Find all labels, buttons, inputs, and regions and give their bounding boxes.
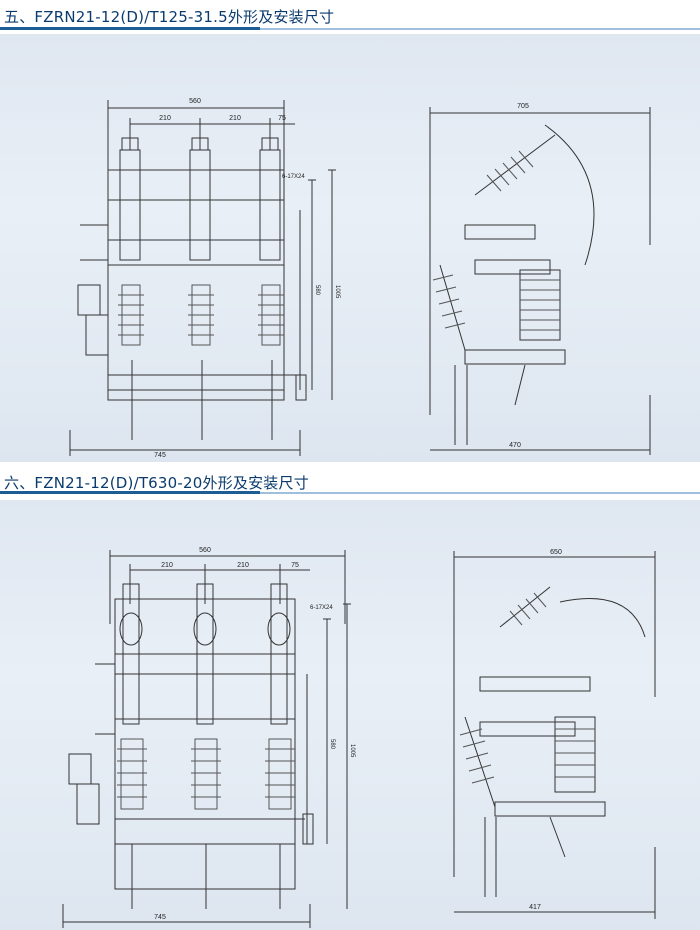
divider <box>0 28 700 30</box>
dim-210-a: 210 <box>161 562 173 569</box>
dim-745: 745 <box>154 914 166 921</box>
dim-1005: 1005 <box>334 285 340 299</box>
drawing-panel <box>0 34 700 462</box>
section-six: 六、FZN21-12(D)/T630-20外形及安装尺寸 <box>0 462 700 930</box>
side-view-drawing: 650 417 <box>453 549 656 919</box>
drawing-panel <box>0 500 700 930</box>
section-five: 五、FZRN21-12(D)/T125-31.5外形及安装尺寸 <box>0 0 700 462</box>
section-six-title: 六、FZN21-12(D)/T630-20外形及安装尺寸 <box>4 474 309 492</box>
divider-accent <box>0 491 260 494</box>
dim-580: 580 <box>314 285 320 296</box>
dim-560: 560 <box>199 547 211 554</box>
dim-210-b: 210 <box>229 115 241 122</box>
dim-745: 745 <box>154 452 166 459</box>
dim-75: 75 <box>278 115 286 122</box>
dim-holes: 6-17X24 <box>310 605 333 611</box>
dim-650: 650 <box>550 549 562 556</box>
dim-417: 417 <box>529 904 541 911</box>
dim-1005: 1005 <box>349 744 355 758</box>
dim-560: 560 <box>189 98 201 105</box>
section-five-title: 五、FZRN21-12(D)/T125-31.5外形及安装尺寸 <box>4 8 335 26</box>
front-view-drawing: 560 210 210 75 6-17X24 580 1005 745 <box>62 547 355 928</box>
dim-holes: 6-17X24 <box>282 174 305 180</box>
divider-accent <box>0 27 260 30</box>
dim-705: 705 <box>517 103 529 110</box>
dim-580: 580 <box>329 739 335 750</box>
divider <box>0 492 700 494</box>
dim-210-a: 210 <box>159 115 171 122</box>
dim-75: 75 <box>291 562 299 569</box>
dim-210-b: 210 <box>237 562 249 569</box>
side-view-drawing: 705 470 <box>429 103 651 455</box>
dim-470: 470 <box>509 442 521 449</box>
front-view-drawing: 560 210 210 75 6-17X24 580 1005 745 <box>69 98 340 459</box>
